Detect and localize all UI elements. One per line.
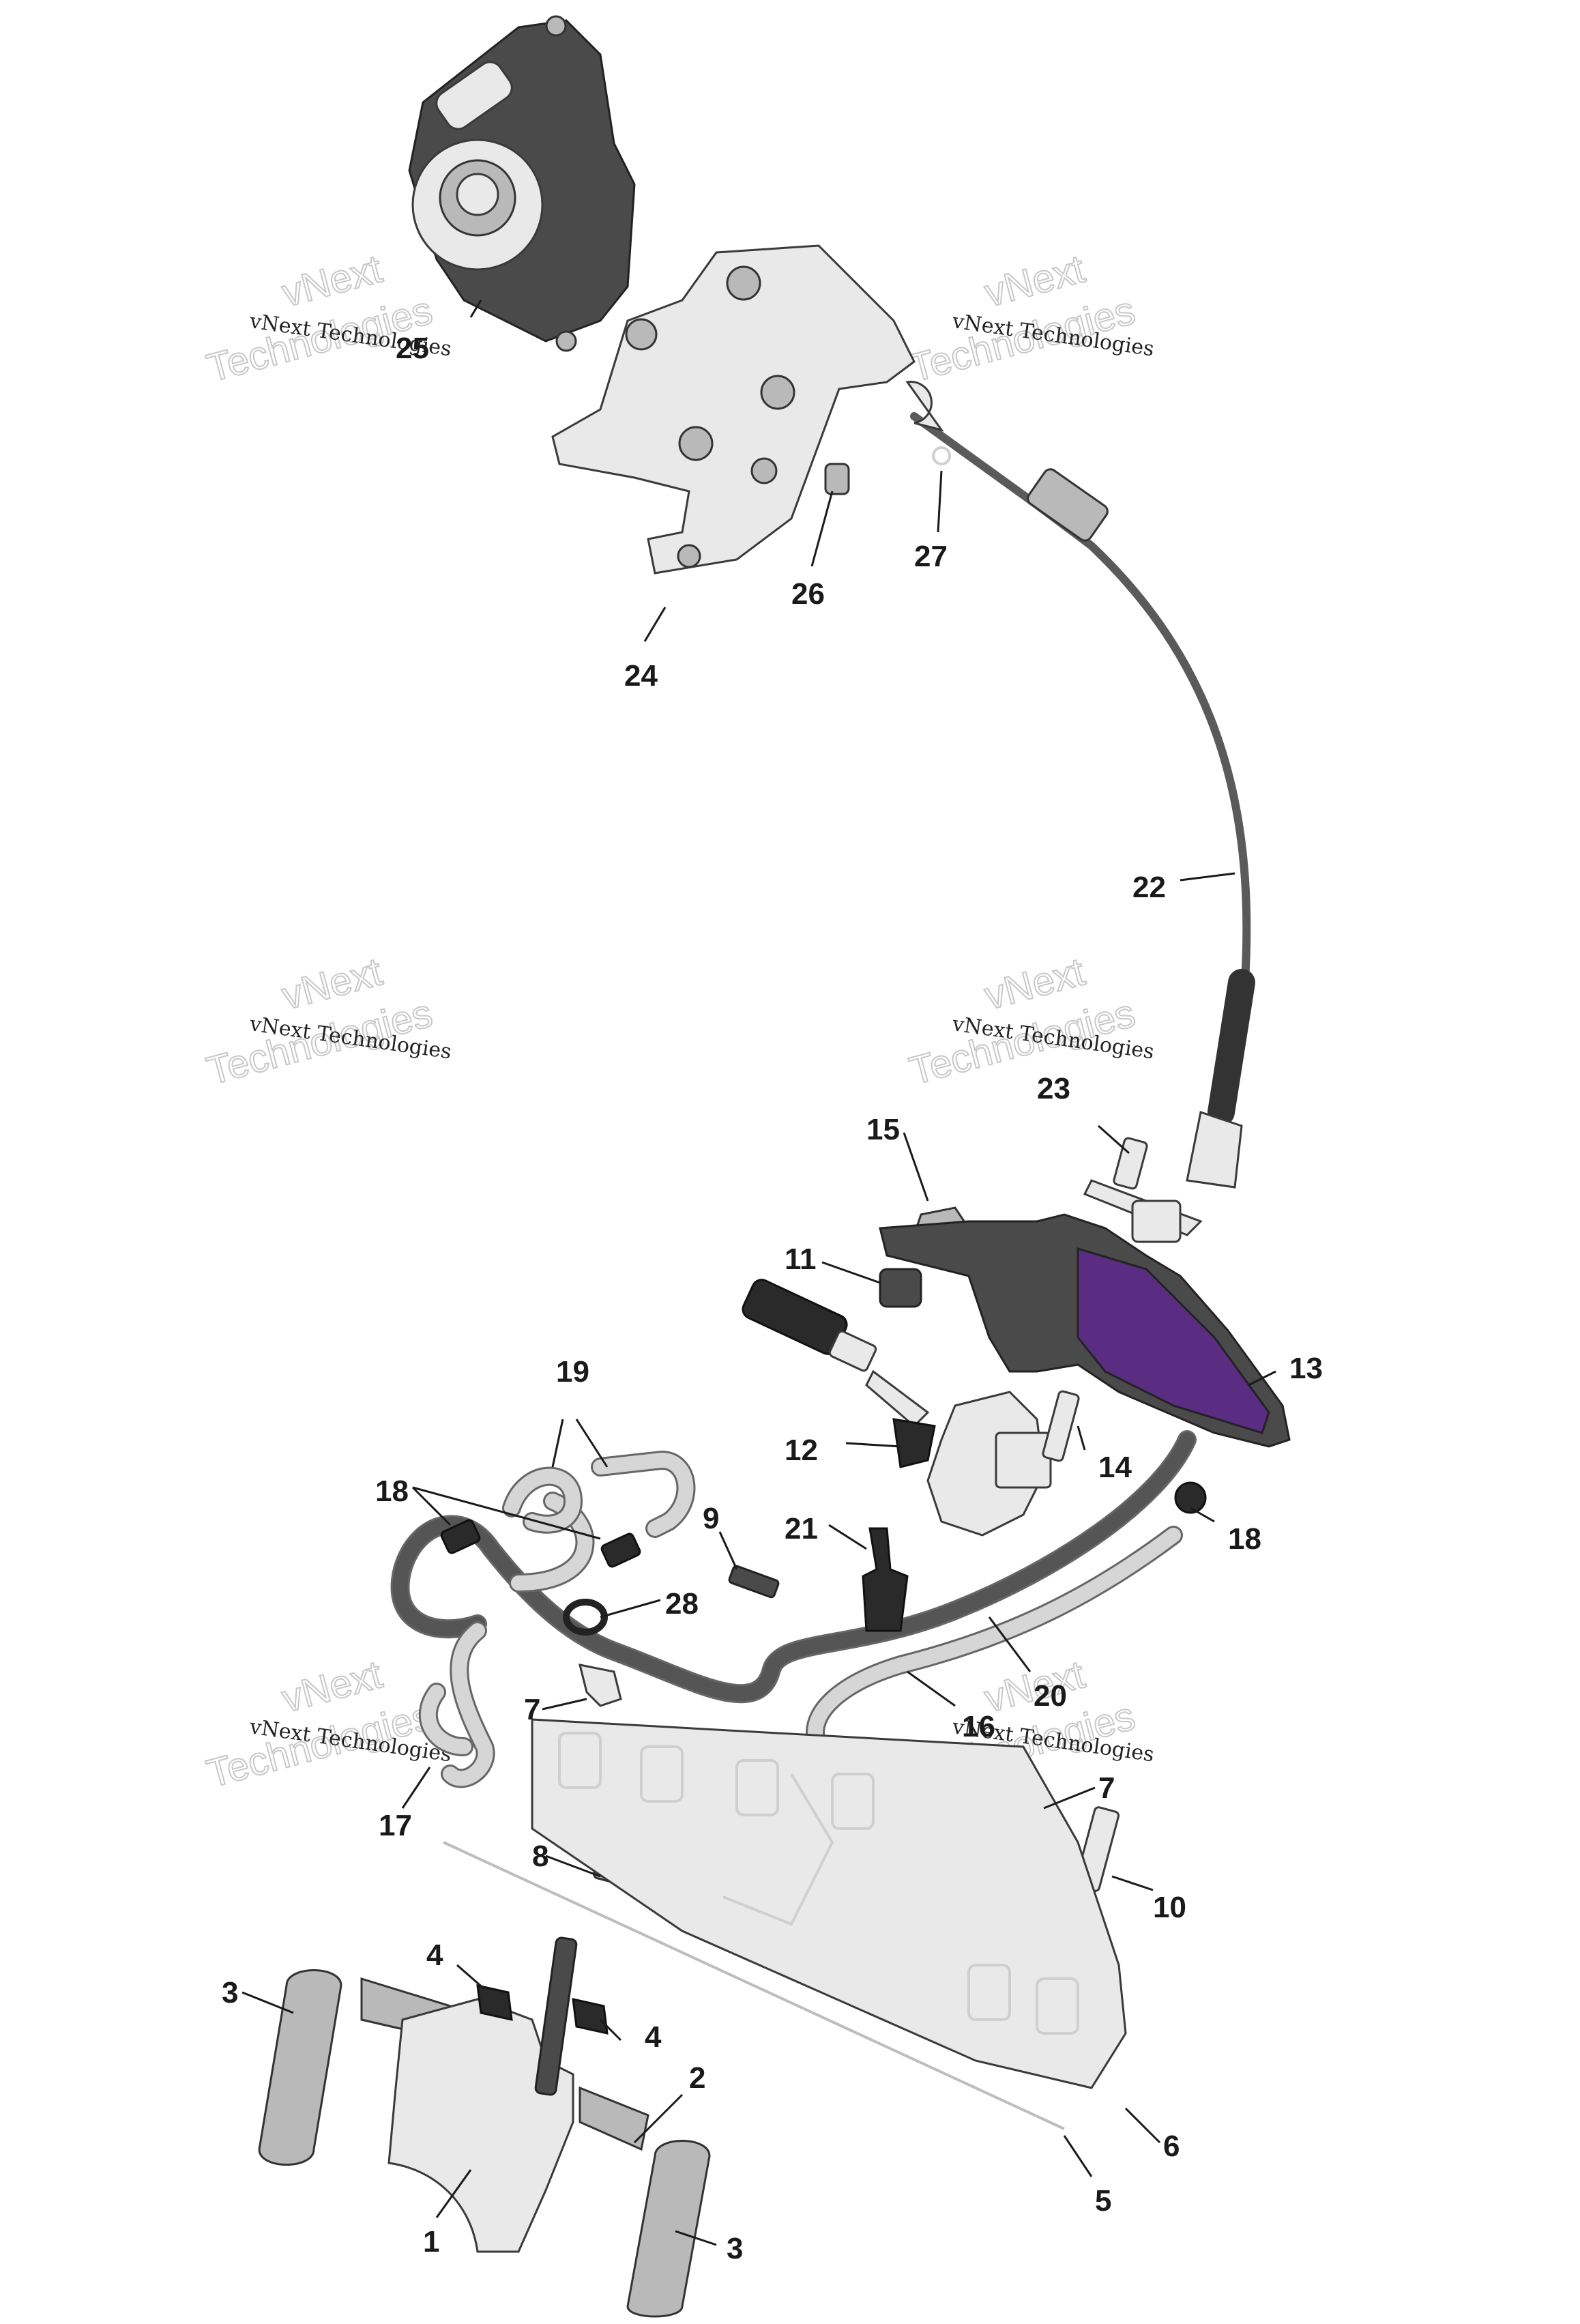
hose-u-bends-19 <box>502 1450 696 1538</box>
spring-4-left <box>476 1984 513 2021</box>
callout-4-left: 4 <box>426 1938 443 1972</box>
callout-3-right: 3 <box>727 2232 743 2265</box>
callout-22: 22 <box>1132 871 1166 904</box>
callout-2: 2 <box>689 2061 705 2095</box>
callout-20: 20 <box>1034 1679 1067 1713</box>
callout-11: 11 <box>785 1243 817 1276</box>
shift-cable <box>905 381 1255 1189</box>
plug-21 <box>862 1527 909 1632</box>
cable-bracket <box>1083 1137 1203 1243</box>
gasket-line-5 <box>443 1841 1065 2130</box>
shift-fork <box>360 1936 649 2253</box>
callout-16: 16 <box>962 1710 995 1743</box>
bolt-14 <box>1042 1390 1080 1462</box>
grommet-18-right <box>1174 1481 1207 1514</box>
callout-23: 23 <box>1037 1072 1070 1105</box>
callout-9: 9 <box>703 1502 719 1535</box>
callout-10: 10 <box>1153 1891 1186 1924</box>
spacer-26 <box>824 463 850 495</box>
callout-15: 15 <box>866 1113 900 1146</box>
watermark-group-mid-right: vNext Technologies vNext Technologies <box>905 948 1156 1094</box>
watermark-group-top-left: vNext Technologies vNext Technologies <box>202 246 453 391</box>
callout-27: 27 <box>914 540 948 573</box>
mounting-bracket <box>551 244 916 575</box>
spring-4-right <box>572 1998 609 2035</box>
callout-7-left: 7 <box>524 1693 540 1726</box>
elbow-7-left <box>578 1664 622 1707</box>
shift-plate <box>531 1718 1127 2089</box>
callout-18-right: 18 <box>1228 1522 1261 1556</box>
callout-18-left: 18 <box>375 1475 409 1508</box>
callout-28: 28 <box>665 1587 699 1621</box>
position-sensor <box>742 1279 1052 1537</box>
dowel-3-left <box>258 1969 342 2166</box>
callout-21: 21 <box>785 1512 818 1545</box>
callout-19: 19 <box>556 1355 589 1389</box>
callout-5: 5 <box>1095 2184 1111 2218</box>
callout-3-left: 3 <box>222 1976 238 2009</box>
callout-6: 6 <box>1163 2130 1180 2163</box>
callout-7-right: 7 <box>1098 1771 1115 1805</box>
callout-25: 25 <box>396 332 429 365</box>
bushing-11 <box>879 1268 922 1308</box>
watermark-group-top-right: vNext Technologies vNext Technologies <box>905 246 1156 391</box>
callout-4-right: 4 <box>645 2020 662 2054</box>
clip-27 <box>932 446 952 465</box>
watermark-group-mid-left: vNext Technologies vNext Technologies <box>202 948 453 1094</box>
callout-13: 13 <box>1289 1352 1323 1385</box>
callout-17: 17 <box>379 1809 412 1842</box>
shift-lever-housing <box>879 1213 1291 1448</box>
leader-lines <box>242 300 1276 2246</box>
pin-9 <box>728 1565 780 1599</box>
actuator-motor <box>408 15 636 352</box>
clamp-28 <box>563 1599 609 1636</box>
callout-24: 24 <box>624 659 658 693</box>
check-valve-18-mid <box>600 1533 641 1568</box>
callout-14: 14 <box>1098 1451 1132 1484</box>
dowel-3-right <box>626 2140 711 2318</box>
callouts: 1 2 3 3 4 4 5 6 7 7 8 9 10 11 12 13 14 1… <box>222 332 1323 2265</box>
check-valve-18-left <box>440 1519 481 1554</box>
watermark-group-low-left: vNext Technologies vNext Technologies <box>202 1651 453 1797</box>
callout-12: 12 <box>785 1434 818 1467</box>
callout-26: 26 <box>791 577 825 611</box>
callout-8: 8 <box>532 1840 548 1873</box>
callout-1: 1 <box>423 2225 439 2258</box>
